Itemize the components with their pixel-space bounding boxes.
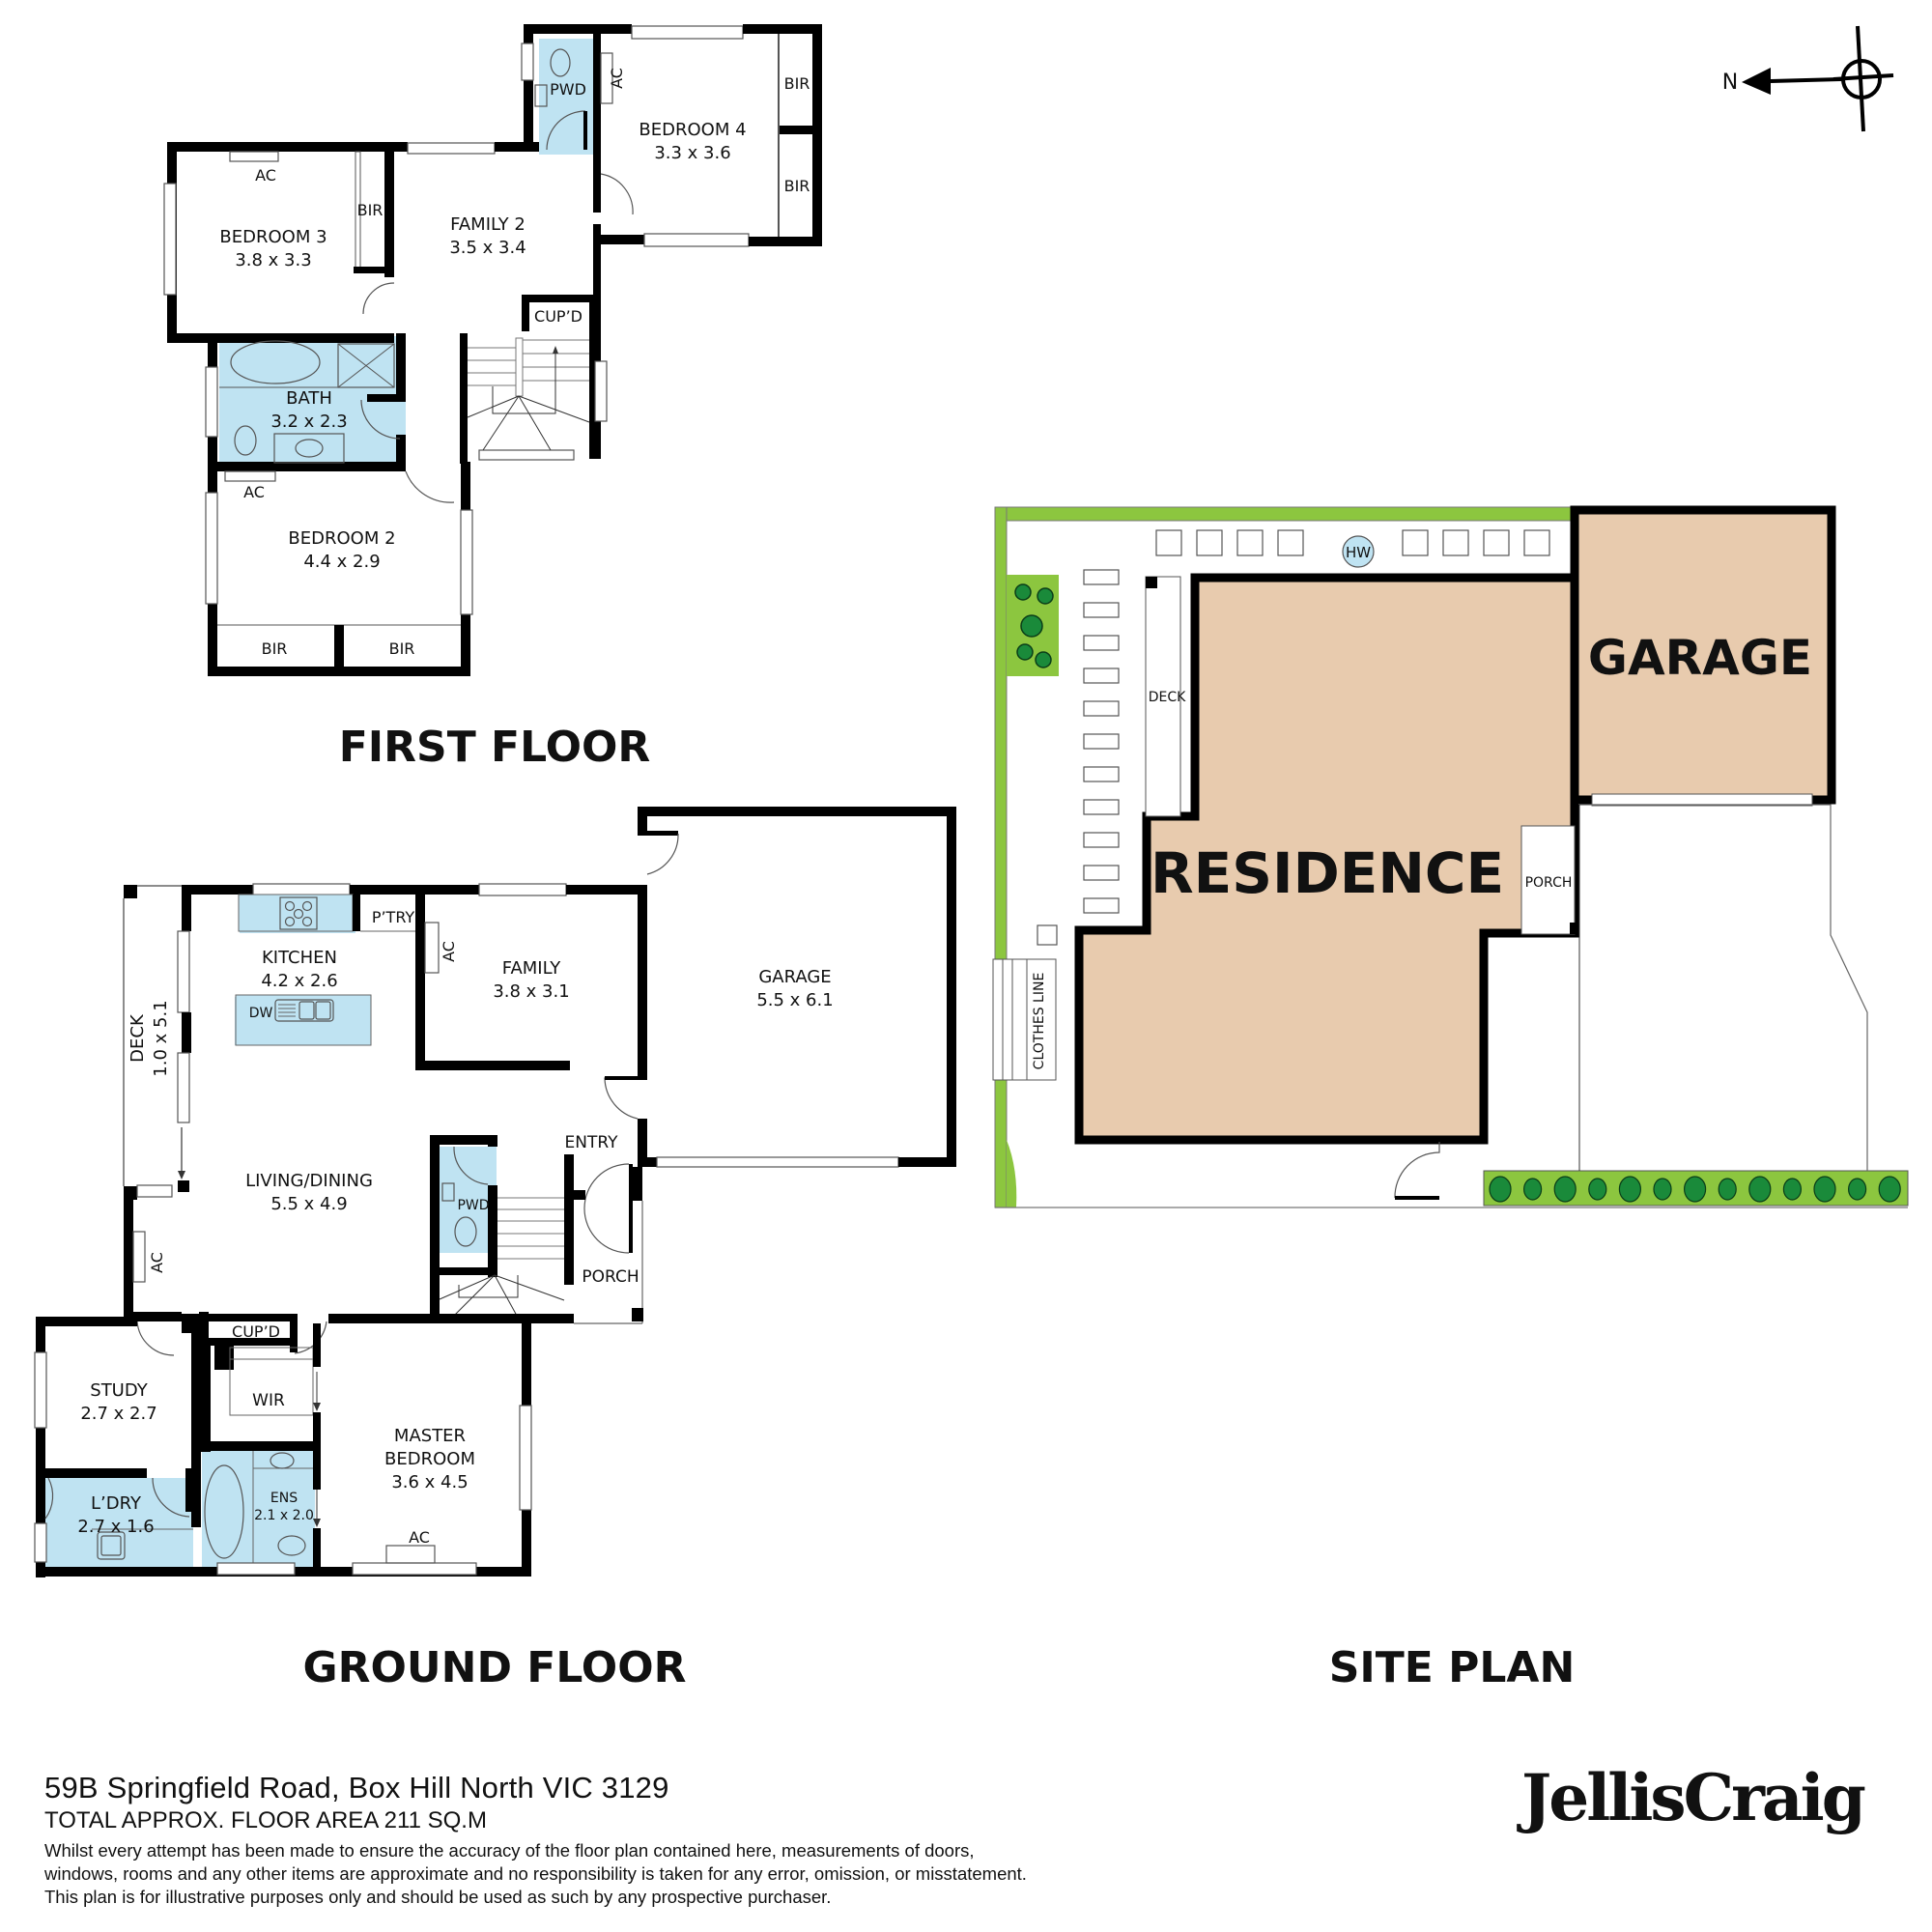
bedroom3-ac-label: AC (255, 166, 276, 185)
bedroom4-size: 3.3 x 3.6 (654, 143, 730, 163)
clothes-line-label: CLOTHES LINE (1032, 973, 1047, 1070)
ground-floor-plan: KITCHEN 4.2 x 2.6 DW P’TRY AC FAMILY 3.8… (34, 807, 956, 1692)
family-name: FAMILY (502, 958, 561, 979)
first-floor-plan: BEDROOM 3 3.8 x 3.3 AC BIR FAMILY 2 3.5 … (163, 24, 822, 772)
property-footer: 59B Springfield Road, Box Hill North VIC… (44, 1770, 1027, 1909)
residence-label: RESIDENCE (1151, 840, 1504, 906)
first-floor-title: FIRST FLOOR (339, 723, 651, 772)
bedroom2-bir-left-label: BIR (262, 639, 288, 658)
ground-floor-title: GROUND FLOOR (302, 1643, 686, 1692)
ground-pwd-label: PWD (457, 1198, 489, 1213)
brand-logo: JellisCraig (1521, 1760, 1866, 1835)
master-size: 3.6 x 4.5 (391, 1472, 468, 1492)
shrub-cluster-icon (1014, 583, 1054, 668)
staircase-icon (467, 337, 590, 451)
site-garage-label: GARAGE (1588, 630, 1812, 686)
ensuite-size: 2.1 x 2.0 (254, 1508, 314, 1523)
study-size: 2.7 x 2.7 (80, 1404, 156, 1424)
site-deck-label: DECK (1149, 690, 1186, 705)
deck-size: 1.0 x 5.1 (151, 1000, 171, 1076)
bedroom4-ac-label: AC (608, 68, 626, 89)
ground-staircase-icon (439, 1197, 565, 1317)
site-porch-label: PORCH (1525, 875, 1573, 891)
garage-name: GARAGE (758, 967, 831, 987)
kitchen-name: KITCHEN (262, 948, 337, 968)
master-name-line1: MASTER (394, 1426, 466, 1446)
north-arrow-icon: N (1722, 25, 1894, 132)
bedroom4-bir-top-label: BIR (784, 74, 810, 93)
ground-cupd-label: CUP’D (232, 1322, 280, 1341)
kitchen-size: 4.2 x 2.6 (261, 971, 337, 991)
disclaimer-line: This plan is for illustrative purposes o… (44, 1887, 832, 1907)
bath-name: BATH (286, 388, 332, 409)
family2-size: 3.5 x 3.4 (449, 238, 526, 258)
disclaimer-line: Whilst every attempt has been made to en… (44, 1840, 975, 1861)
paving-stones (1155, 529, 1550, 556)
study-name: STUDY (90, 1380, 148, 1401)
laundry-size: 2.7 x 1.6 (77, 1517, 154, 1537)
dishwasher-label: DW (249, 1006, 273, 1021)
laundry-name: L’DRY (91, 1493, 142, 1514)
first-cupd-label: CUP’D (534, 307, 582, 326)
compass-label: N (1722, 71, 1738, 95)
floor-area: TOTAL APPROX. FLOOR AREA 211 SQ.M (44, 1807, 487, 1833)
hot-water-label: HW (1346, 544, 1371, 561)
master-name-line2: BEDROOM (384, 1449, 475, 1469)
family2-name: FAMILY 2 (450, 214, 526, 235)
pantry-label: P’TRY (372, 908, 415, 926)
ensuite-name: ENS (270, 1491, 298, 1506)
bedroom2-bir-right-label: BIR (389, 639, 415, 658)
entry-label: ENTRY (565, 1133, 619, 1152)
site-plan-title: SITE PLAN (1329, 1643, 1576, 1692)
property-address: 59B Springfield Road, Box Hill North VIC… (44, 1771, 669, 1804)
bedroom2-ac-label: AC (243, 483, 265, 501)
wir-label: WIR (252, 1391, 285, 1410)
disclaimer-line: windows, rooms and any other items are a… (44, 1863, 1027, 1884)
bath-size: 3.2 x 2.3 (270, 412, 347, 432)
family-ac-label: AC (440, 941, 458, 962)
bedroom4-bir-bottom-label: BIR (784, 177, 810, 195)
living-size: 5.5 x 4.9 (270, 1194, 347, 1214)
deck-name: DECK (128, 1013, 148, 1063)
site-plan: RESIDENCE GARAGE DECK PORCH HW CLOTHES L… (992, 505, 1909, 1692)
master-ac-label: AC (409, 1528, 430, 1547)
porch-label: PORCH (582, 1267, 639, 1287)
bedroom3-bir-label: BIR (357, 201, 384, 219)
living-ac-label: AC (148, 1252, 166, 1273)
living-name: LIVING/DINING (245, 1171, 373, 1191)
first-pwd-label: PWD (550, 80, 586, 99)
bedroom4-name: BEDROOM 4 (639, 120, 746, 140)
disclaimer: Whilst every attempt has been made to en… (44, 1839, 1027, 1909)
bedroom3-size: 3.8 x 3.3 (235, 250, 311, 270)
bedroom3-name: BEDROOM 3 (219, 227, 327, 247)
paving-stones-left (1083, 569, 1120, 914)
hedge-trees-icon (1489, 1176, 1901, 1203)
garage-size: 5.5 x 6.1 (756, 990, 833, 1010)
bedroom2-size: 4.4 x 2.9 (303, 552, 380, 572)
bedroom2-name: BEDROOM 2 (288, 528, 395, 549)
family-size: 3.8 x 3.1 (493, 981, 569, 1002)
